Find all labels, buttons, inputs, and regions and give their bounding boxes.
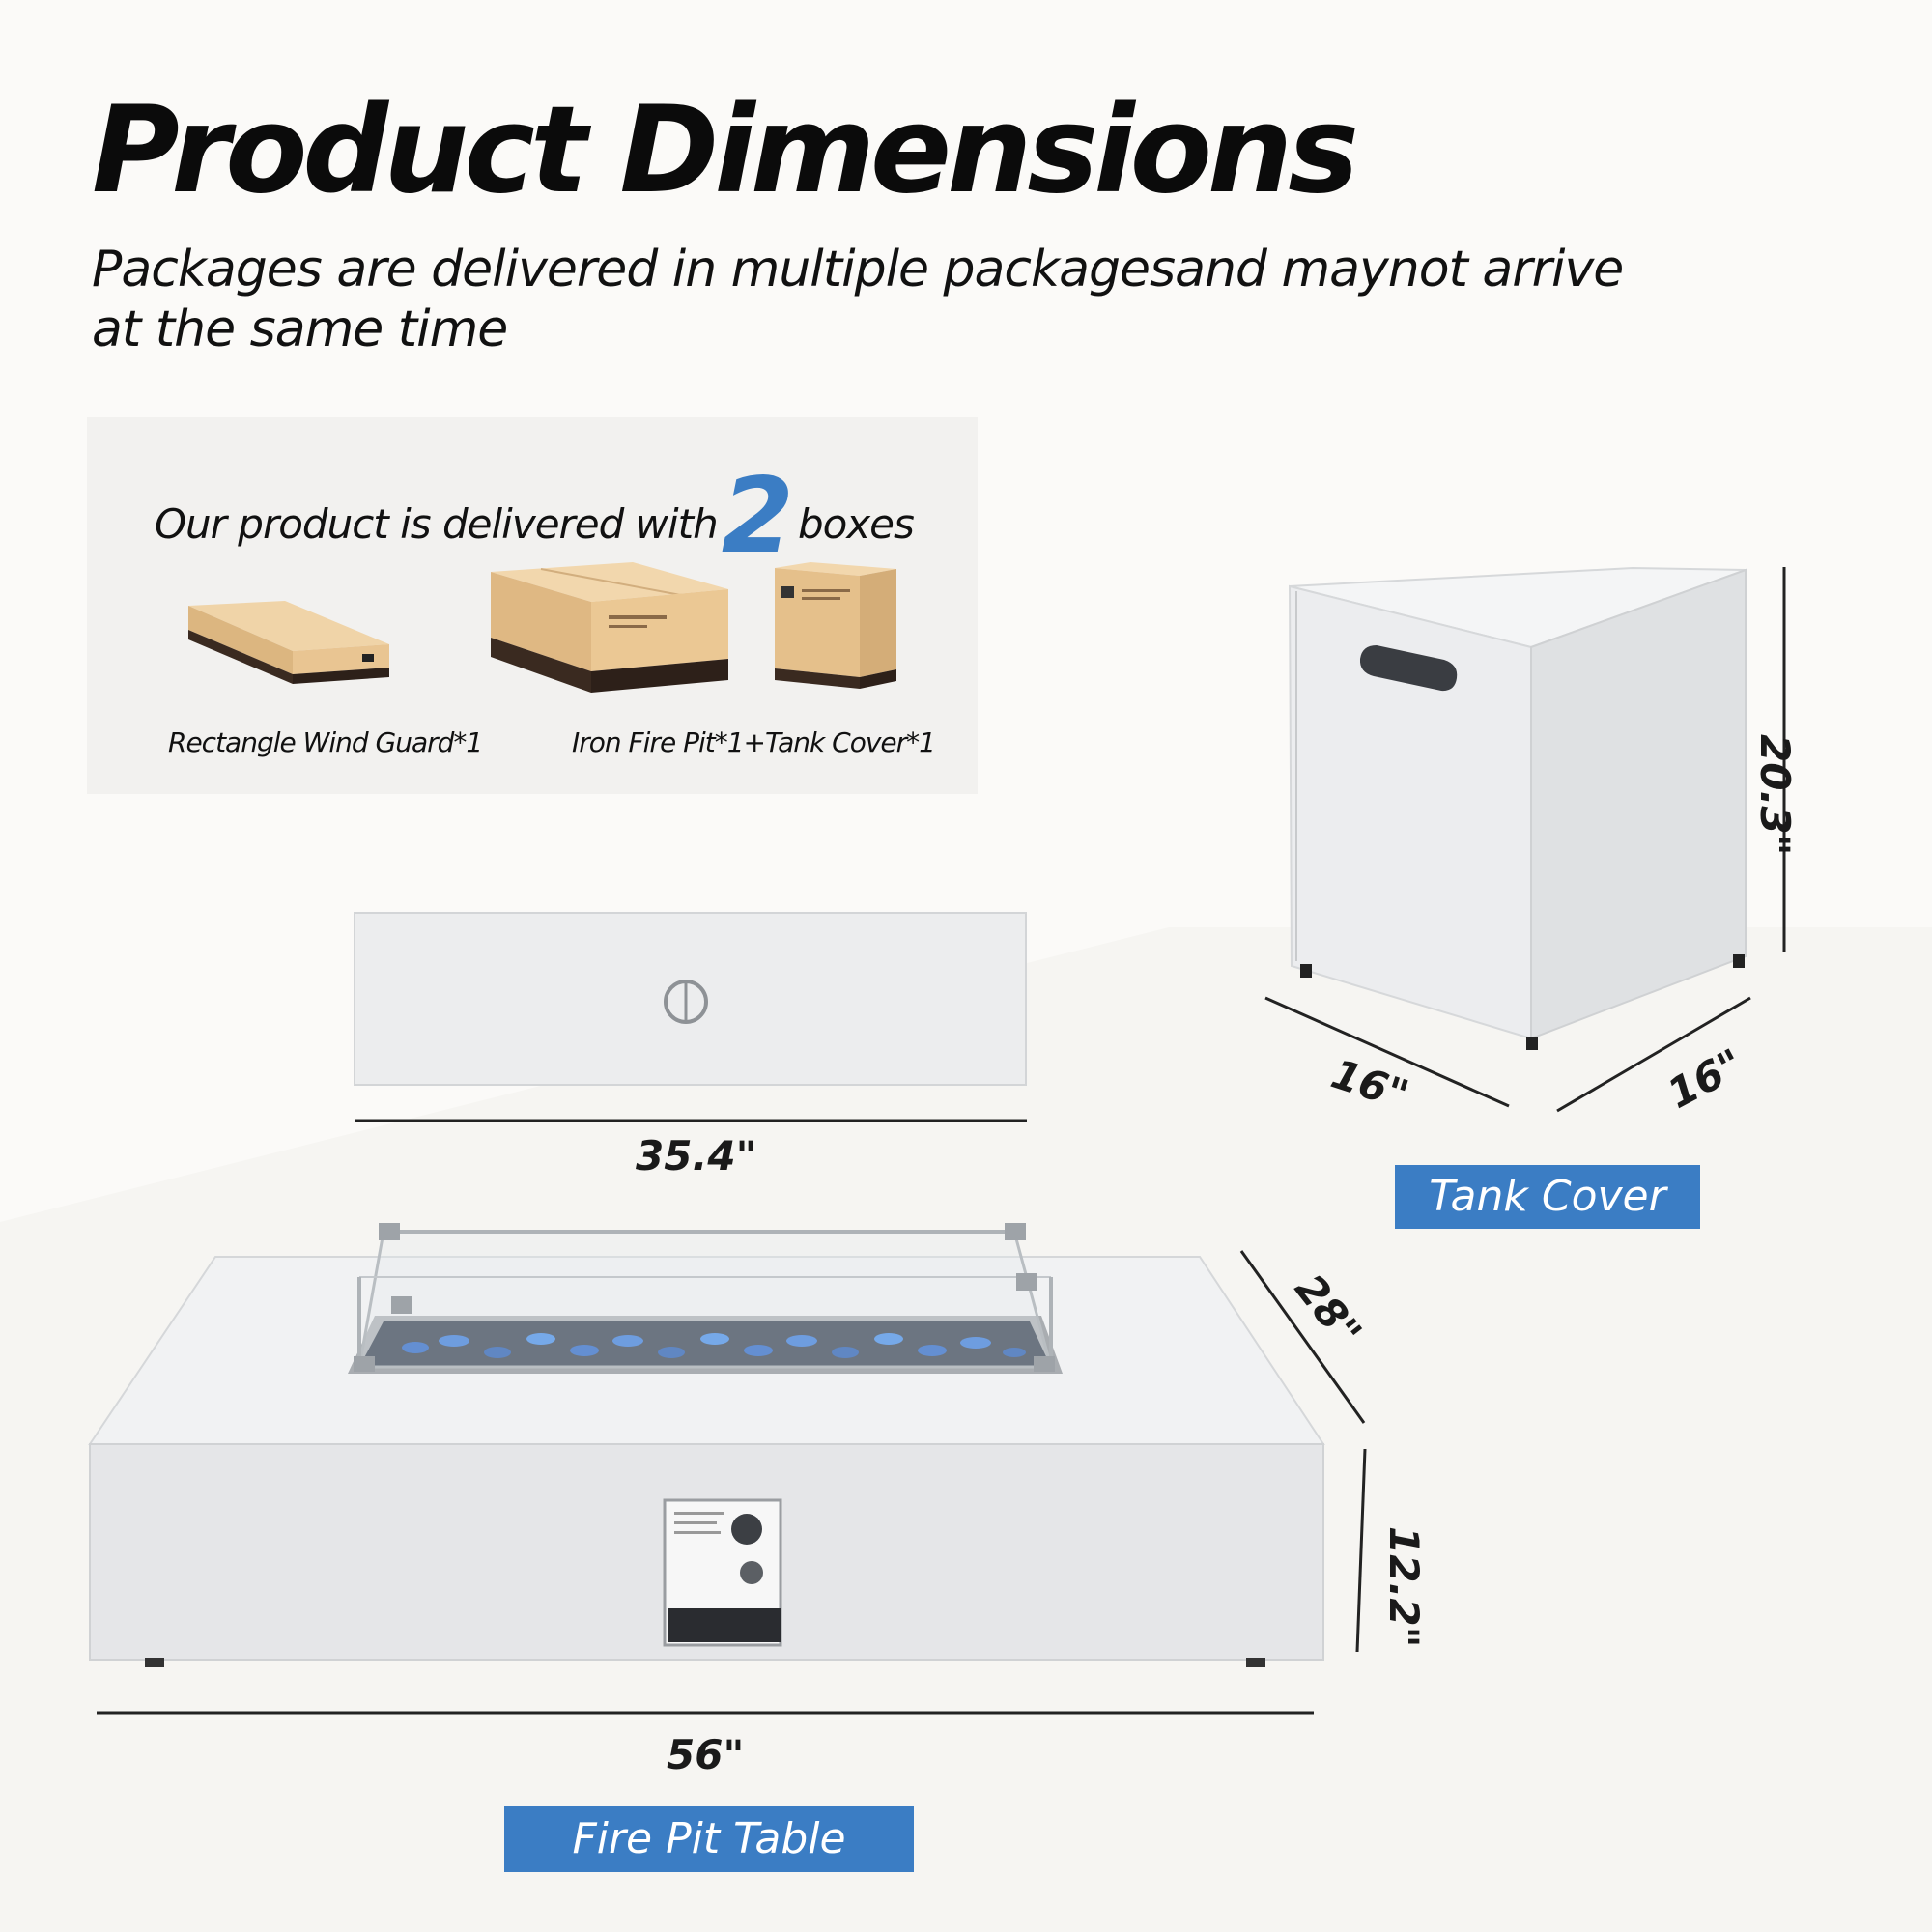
box-caption-wind-guard: Rectangle Wind Guard*1 — [168, 726, 483, 758]
ignition-control-panel — [663, 1498, 782, 1647]
box-count: 2 — [721, 456, 794, 577]
fire-pit-box — [491, 562, 728, 693]
pit-depth-line — [1239, 1250, 1366, 1424]
boxes-illustration — [188, 562, 896, 693]
packaging-heading-before: Our product is delivered with — [155, 500, 719, 548]
tank-width-line — [1556, 996, 1751, 1113]
blue-glass-stones — [402, 1333, 1026, 1358]
tank-cover-illustration — [1264, 566, 1786, 1113]
tank-cover-box — [775, 562, 896, 689]
glass-wind-guard — [354, 1223, 1055, 1372]
fire-pit-illustration — [88, 1223, 1367, 1715]
packaging-heading-after: boxes — [797, 500, 915, 548]
tank-height-label: 20.3" — [1751, 734, 1799, 856]
pit-height-label: 12.2" — [1380, 1526, 1428, 1648]
gas-control-knob-icon — [731, 1514, 762, 1545]
tank-cover-label: Tank Cover — [1395, 1165, 1700, 1229]
lid-illustration — [354, 912, 1027, 1122]
page-subtitle: Packages are delivered in multiple packa… — [92, 241, 1624, 358]
wind-guard-box — [188, 601, 389, 684]
igniter-button-icon — [740, 1561, 763, 1584]
box-caption-fire-pit-tank: Iron Fire Pit*1+Tank Cover*1 — [572, 726, 936, 758]
page-title: Product Dimensions — [92, 81, 1359, 220]
fire-pit-label: Fire Pit Table — [504, 1806, 914, 1872]
lid-width-label: 35.4" — [636, 1132, 757, 1179]
tank-depth-line — [1264, 996, 1510, 1108]
tank-cover-handle — [1359, 645, 1458, 692]
pit-height-line — [1355, 1448, 1367, 1653]
pit-width-label: 56" — [667, 1731, 745, 1778]
